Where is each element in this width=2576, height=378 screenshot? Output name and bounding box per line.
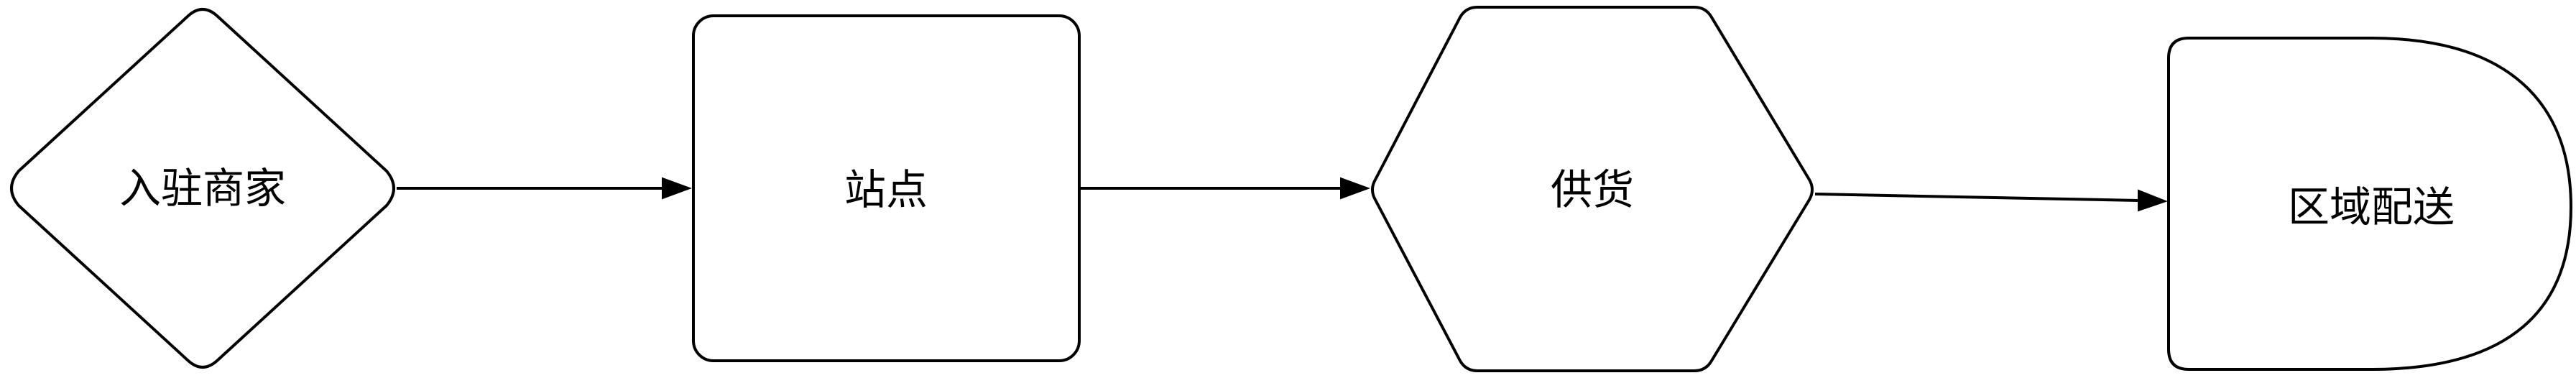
edge-station-supply-arrowhead <box>1340 177 1370 200</box>
edge-supply-to-delivery <box>1814 189 2168 212</box>
node-delivery[interactable]: 区域配送 <box>2167 37 2572 371</box>
supply-hexagon-shape <box>1371 6 1814 372</box>
delivery-delay-shape <box>2167 37 2572 371</box>
edge-supply-delivery-arrowhead <box>2138 189 2168 212</box>
edge-station-to-supply <box>1079 177 1370 200</box>
edge-supply-delivery-line <box>1814 193 2139 202</box>
node-supply[interactable]: 供货 <box>1371 6 1814 372</box>
supply-label: 供货 <box>1551 165 1634 214</box>
station-label: 站点 <box>844 165 928 214</box>
edge-merchant-station-arrowhead <box>662 177 692 200</box>
node-station[interactable]: 站点 <box>692 14 1081 362</box>
merchant-label: 入驻商家 <box>119 164 286 213</box>
delivery-label: 区域配送 <box>2288 183 2455 231</box>
edge-merchant-to-station <box>397 177 692 200</box>
node-merchant[interactable]: 入驻商家 <box>10 8 395 369</box>
merchant-diamond-shape <box>10 8 395 369</box>
